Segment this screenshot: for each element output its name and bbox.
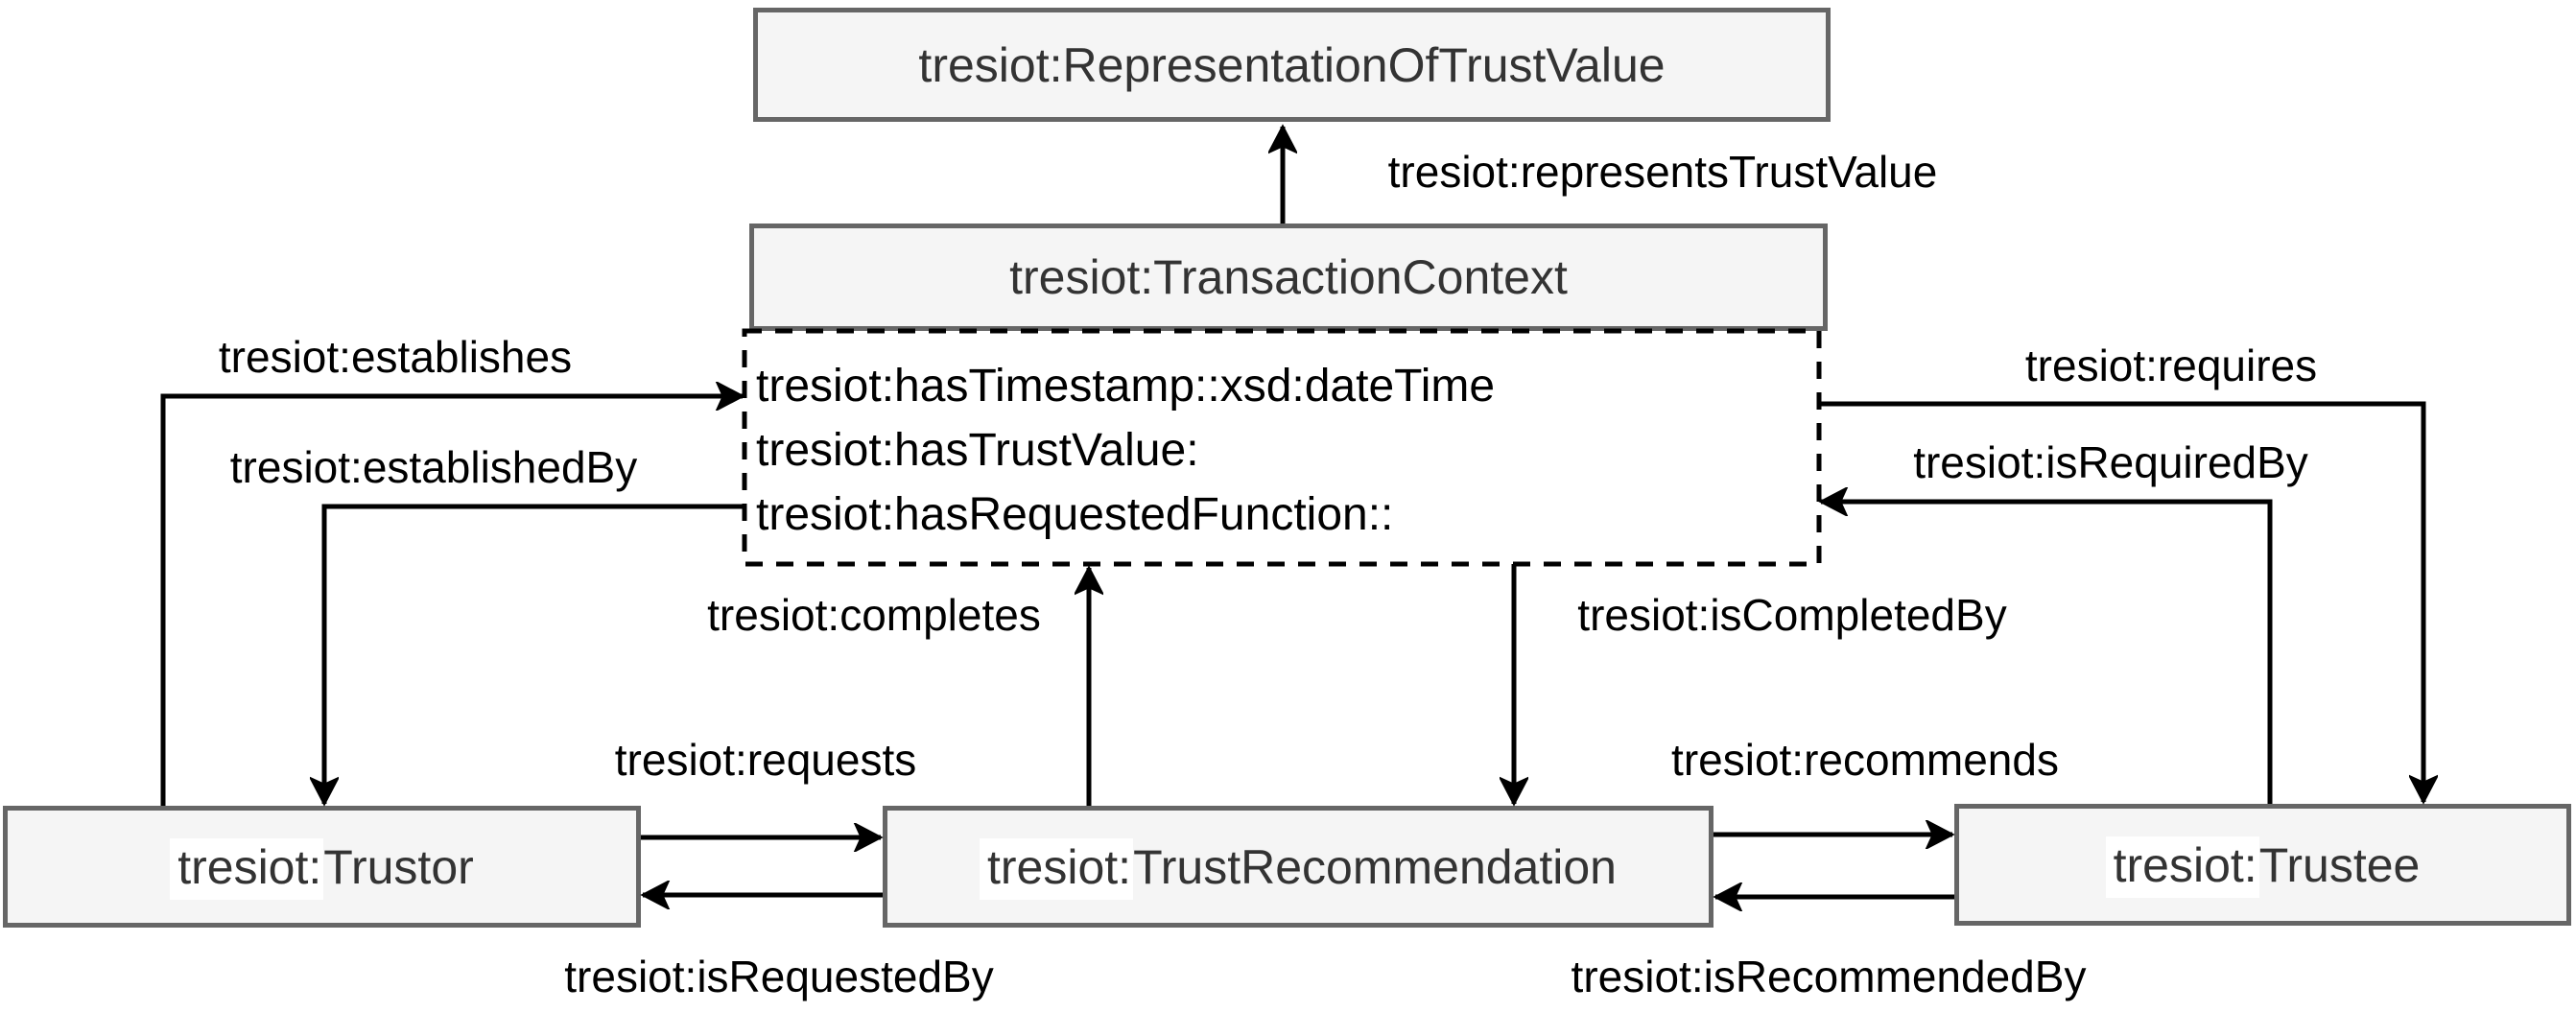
- class-label-name: TrustRecommendation: [1133, 839, 1617, 894]
- edge-label-is-requested-by: tresiot:isRequestedBy: [564, 952, 994, 1001]
- edge-label-is-recommended-by: tresiot:isRecommendedBy: [1571, 952, 2087, 1001]
- edge-label-establishes: tresiot:establishes: [218, 332, 573, 382]
- edge-label-requires: tresiot:requires: [2024, 341, 2318, 390]
- edge-requires-arrow: [1819, 401, 2423, 802]
- edge-label-represents-trust-value: tresiot:representsTrustValue: [1387, 147, 1938, 197]
- class-label-prefix: tresiot:: [980, 837, 1134, 900]
- edge-label-is-required-by: tresiot:isRequiredBy: [1913, 437, 2308, 487]
- class-label: tresiot:Trustee: [2105, 835, 2421, 898]
- transaction-context-attributes: tresiot:hasTimestamp::xsd:dateTime tresi…: [756, 331, 1815, 564]
- class-label-name: Trustee: [2258, 837, 2421, 892]
- edge-label-is-completed-by: tresiot:isCompletedBy: [1577, 590, 2007, 640]
- attribute-line: tresiot:hasTrustValue:: [756, 425, 1199, 476]
- attribute-line: tresiot:hasRequestedFunction::: [756, 489, 1394, 540]
- edge-label-established-by: tresiot:establishedBy: [229, 442, 638, 492]
- attribute-compartment-border: [742, 328, 1822, 567]
- edge-establishes-arrow: [160, 396, 743, 806]
- class-label: tresiot:TrustRecommendation: [980, 837, 1617, 900]
- class-label: tresiot:RepresentationOfTrustValue: [918, 37, 1666, 92]
- class-box-transaction-context: tresiot:TransactionContext: [749, 224, 1828, 331]
- edge-is-required-by-arrow: [1821, 502, 2273, 804]
- attribute-line: tresiot:hasTimestamp::xsd:dateTime: [756, 361, 1496, 412]
- edge-label-completes: tresiot:completes: [707, 590, 1041, 640]
- class-label-name: Trustor: [323, 839, 474, 894]
- class-label-prefix: tresiot:: [2105, 835, 2259, 898]
- class-box-representation-of-trust-value: tresiot:RepresentationOfTrustValue: [753, 8, 1831, 122]
- class-box-trust-recommendation: tresiot:TrustRecommendation: [883, 806, 1713, 928]
- edge-established-by-arrow: [324, 504, 744, 804]
- class-label-prefix: tresiot:: [170, 837, 324, 900]
- class-label: tresiot:Trustor: [170, 837, 474, 900]
- edge-label-recommends: tresiot:recommends: [1671, 735, 2059, 785]
- edge-label-requests: tresiot:requests: [614, 735, 917, 785]
- class-box-trustee: tresiot:Trustee: [1954, 804, 2571, 926]
- class-box-trustor: tresiot:Trustor: [3, 806, 641, 928]
- class-label: tresiot:TransactionContext: [1009, 250, 1568, 304]
